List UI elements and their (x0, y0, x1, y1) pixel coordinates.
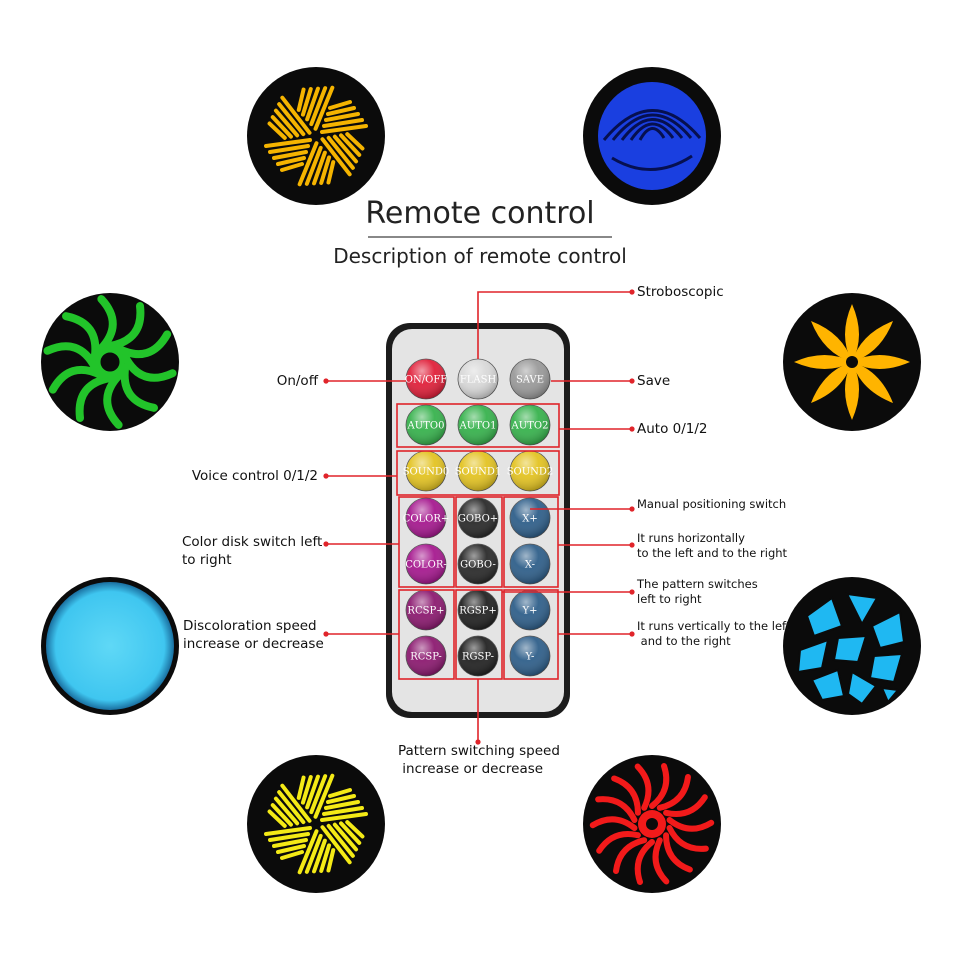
label-pattern-speed: Pattern switching speed increase or decr… (398, 743, 560, 777)
svg-text:RCSP+: RCSP+ (407, 606, 444, 617)
svg-text:SOUND2: SOUND2 (507, 467, 554, 478)
remote-button-flash[interactable]: FLASH (457, 358, 499, 400)
svg-text:SOUND0: SOUND0 (403, 467, 450, 478)
remote-button-color-plus[interactable]: COLOR+ (403, 497, 450, 539)
svg-text:Y+: Y+ (522, 606, 538, 617)
label-vertical: It runs vertically to the left and to th… (637, 619, 791, 648)
flower-gobo (783, 293, 921, 431)
svg-text:RCSP-: RCSP- (410, 652, 442, 663)
svg-text:COLOR+: COLOR+ (403, 514, 450, 525)
svg-text:FLASH: FLASH (460, 375, 497, 386)
rose-gobo (583, 67, 721, 205)
svg-text:AUTO0: AUTO0 (407, 421, 445, 432)
label-stroboscopic: Stroboscopic (637, 284, 724, 300)
shards-gobo (783, 577, 921, 715)
svg-text:SAVE: SAVE (516, 375, 544, 386)
solid-gobo (41, 577, 179, 715)
sun-gobo (583, 755, 721, 893)
svg-text:SOUND1: SOUND1 (455, 467, 502, 478)
remote-button-rgsp-minus[interactable]: RGSP- (457, 635, 499, 677)
remote-button-auto0[interactable]: AUTO0 (405, 404, 447, 446)
svg-text:AUTO2: AUTO2 (511, 421, 549, 432)
svg-text:GOBO+: GOBO+ (458, 514, 498, 525)
svg-text:COLOR-: COLOR- (405, 560, 447, 571)
remote-button-color-minus[interactable]: COLOR- (405, 543, 447, 585)
label-save: Save (637, 373, 671, 389)
svg-text:ON/OFF: ON/OFF (405, 375, 447, 386)
label-horizontal: It runs horizontally to the left and to … (637, 531, 788, 560)
svg-text:RGSP-: RGSP- (462, 652, 494, 663)
remote-button-x-minus[interactable]: X- (509, 543, 551, 585)
svg-text:RGSP+: RGSP+ (459, 606, 496, 617)
svg-text:X+: X+ (522, 514, 538, 525)
svg-text:AUTO1: AUTO1 (459, 421, 497, 432)
svg-text:Y-: Y- (525, 652, 535, 663)
label-auto: Auto 0/1/2 (637, 421, 708, 437)
star-gobo (247, 755, 385, 893)
remote-button-x-plus[interactable]: X+ (509, 497, 551, 539)
remote-button-gobo-plus[interactable]: GOBO+ (457, 497, 499, 539)
pinwheel-gobo (247, 67, 385, 205)
remote-button-rcsp-minus[interactable]: RCSP- (405, 635, 447, 677)
remote-button-save[interactable]: SAVE (509, 358, 551, 400)
remote-button-auto2[interactable]: AUTO2 (509, 404, 551, 446)
remote-button-on-off[interactable]: ON/OFF (405, 358, 447, 400)
remote-button-y-plus[interactable]: Y+ (509, 589, 551, 631)
page-title: Remote control (365, 196, 595, 231)
remote-button-rgsp-plus[interactable]: RGSP+ (457, 589, 499, 631)
label-discoloration: Discoloration speed increase or decrease (183, 618, 324, 652)
remote-button-sound1[interactable]: SOUND1 (455, 450, 502, 492)
label-manual-positioning: Manual positioning switch (637, 497, 787, 511)
page-subtitle: Description of remote control (333, 244, 627, 268)
remote-button-sound0[interactable]: SOUND0 (403, 450, 450, 492)
remote-button-y-minus[interactable]: Y- (509, 635, 551, 677)
remote-button-rcsp-plus[interactable]: RCSP+ (405, 589, 447, 631)
label-voice-control: Voice control 0/1/2 (191, 468, 318, 484)
title-divider (368, 236, 612, 238)
svg-text:GOBO-: GOBO- (460, 560, 496, 571)
remote-button-gobo-minus[interactable]: GOBO- (457, 543, 499, 585)
label-color-disk: Color disk switch left to right (182, 534, 323, 568)
swirl-gobo (41, 293, 179, 431)
label-pattern-switches: The pattern switches left to right (637, 577, 758, 606)
label-on-off: On/off (276, 373, 318, 389)
remote-button-sound2[interactable]: SOUND2 (507, 450, 554, 492)
svg-text:X-: X- (525, 560, 535, 571)
remote-button-auto1[interactable]: AUTO1 (457, 404, 499, 446)
